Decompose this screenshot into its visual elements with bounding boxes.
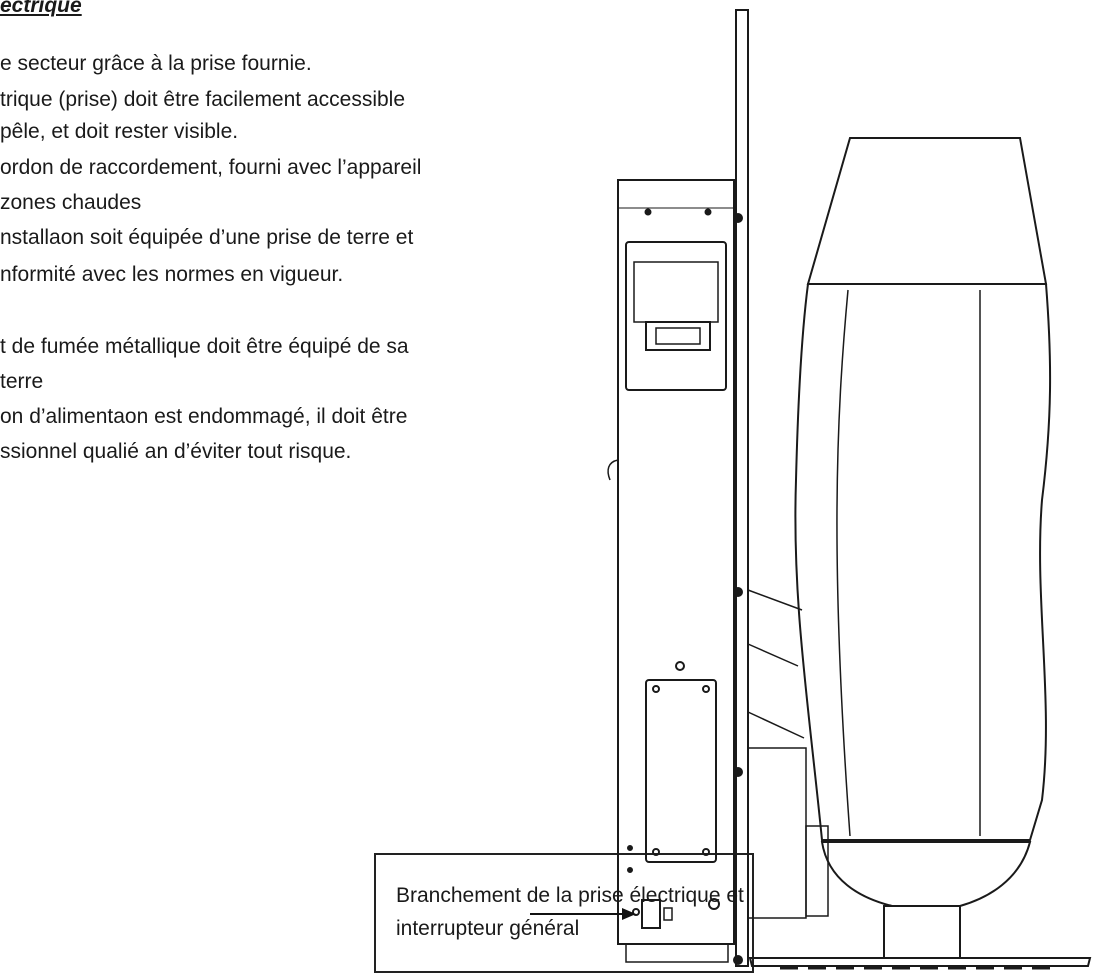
section-heading: ectrique <box>0 0 82 17</box>
callout-line-2: interrupteur général <box>396 917 580 940</box>
text-line: nformité avec les normes en vigueur. <box>0 263 344 286</box>
control-panel <box>625 241 727 391</box>
socket-switch <box>641 899 661 929</box>
stove-base <box>748 957 1092 967</box>
text-line: nstallaon soit équipée d’une prise de te… <box>0 226 414 249</box>
access-hatch <box>645 679 717 863</box>
callout-line-1: Branchement de la prise électrique et <box>396 884 744 907</box>
text-line: terre <box>0 370 44 393</box>
text-line: ordon de raccordement, fourni avec l’app… <box>0 156 422 179</box>
wall-panel <box>735 9 749 967</box>
text-line: pêle, et doit rester visible. <box>0 120 239 143</box>
text-line: zones chaudes <box>0 191 142 214</box>
text-line: trique (prise) doit être facilement acce… <box>0 88 406 111</box>
callout-box: Branchement de la prise électrique et in… <box>374 853 754 973</box>
stove-side-view-drawing <box>607 9 1092 970</box>
rear-body <box>617 179 735 945</box>
text-line: t de fumée métallique doit être équipé d… <box>0 335 409 358</box>
text-line: on d’alimentaon est endommagé, il doit ê… <box>0 405 408 428</box>
stove-body <box>794 283 1052 841</box>
text-line: e secteur grâce à la prise fournie. <box>0 52 312 75</box>
control-display <box>645 321 711 351</box>
text-line: ssionnel qualié an d’éviter tout risque. <box>0 440 352 463</box>
